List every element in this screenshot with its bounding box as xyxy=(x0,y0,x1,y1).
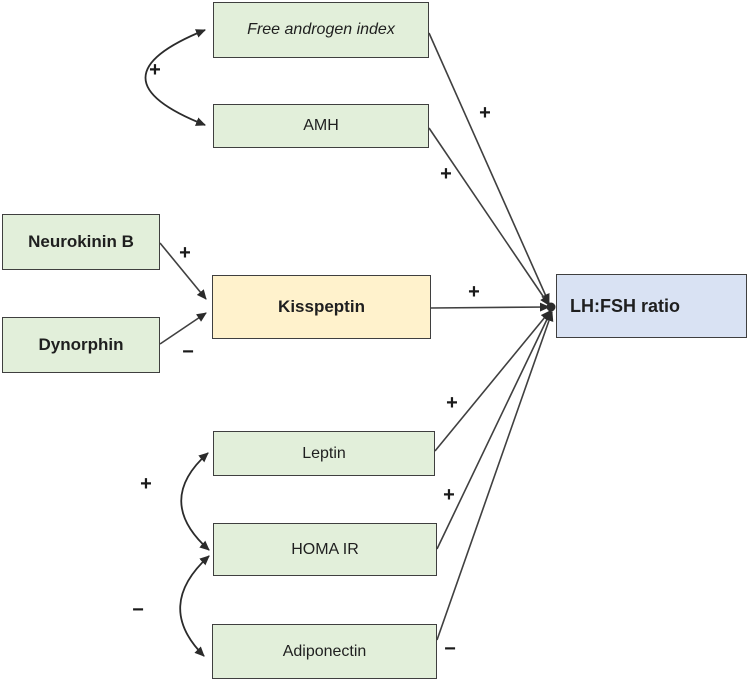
node-kisspeptin: Kisspeptin xyxy=(212,275,431,339)
arrow-fai-to-lhfsh xyxy=(428,32,550,304)
edge-sign-homa-adiponectin: − xyxy=(132,599,144,621)
arrow-convergence-point xyxy=(546,302,556,312)
edge-sign-dynorphin-kisspeptin: − xyxy=(182,341,194,363)
arrow-kisspeptin-to-lhfsh xyxy=(430,302,550,312)
node-amh: AMH xyxy=(213,104,429,148)
arrow-dynorphin-to-kisspeptin xyxy=(159,312,207,345)
arrow-adiponectin-to-lhfsh xyxy=(436,311,554,641)
double-arrow-leptin-homa xyxy=(180,452,210,551)
edge-sign-neurokinin-kisspeptin: + xyxy=(179,242,191,264)
edge-sign-amh-lhfsh: + xyxy=(440,163,452,185)
node-adiponectin-label: Adiponectin xyxy=(282,642,367,660)
node-amh-label: AMH xyxy=(303,117,339,134)
edge-sign-leptin-homa: + xyxy=(140,473,152,495)
arrow-amh-to-lhfsh xyxy=(428,127,550,306)
node-lhfsh-ratio: LH:FSH ratio xyxy=(556,274,747,338)
node-lhfsh-ratio-label: LH:FSH ratio xyxy=(570,295,680,316)
arrow-homa-to-lhfsh xyxy=(436,310,552,550)
edge-sign-adiponectin-lhfsh: − xyxy=(444,638,456,660)
edge-sign-leptin-lhfsh: + xyxy=(446,392,458,414)
arrow-leptin-to-lhfsh xyxy=(434,310,551,452)
node-leptin-label: Leptin xyxy=(302,444,346,462)
node-homa-ir: HOMA IR xyxy=(213,523,437,576)
edge-sign-homa-lhfsh: + xyxy=(443,484,455,506)
edge-sign-kisspeptin-lhfsh: + xyxy=(468,281,480,303)
node-free-androgen-index-label: Free androgen index xyxy=(247,21,395,38)
node-free-androgen-index: Free androgen index xyxy=(213,2,429,58)
node-leptin: Leptin xyxy=(213,431,435,476)
double-arrow-fai-amh xyxy=(144,29,206,126)
node-neurokinin-b-label: Neurokinin B xyxy=(28,232,134,251)
arrow-neurokinin-to-kisspeptin xyxy=(159,242,207,300)
double-arrow-homa-adiponectin xyxy=(179,555,210,657)
node-kisspeptin-label: Kisspeptin xyxy=(278,297,365,316)
edge-sign-fai-lhfsh: + xyxy=(479,102,491,124)
node-neurokinin-b: Neurokinin B xyxy=(2,214,160,270)
node-dynorphin-label: Dynorphin xyxy=(38,335,124,354)
node-homa-ir-label: HOMA IR xyxy=(291,540,359,558)
edge-sign-fai-amh: + xyxy=(149,59,161,81)
node-dynorphin: Dynorphin xyxy=(2,317,160,373)
node-adiponectin: Adiponectin xyxy=(212,624,437,679)
